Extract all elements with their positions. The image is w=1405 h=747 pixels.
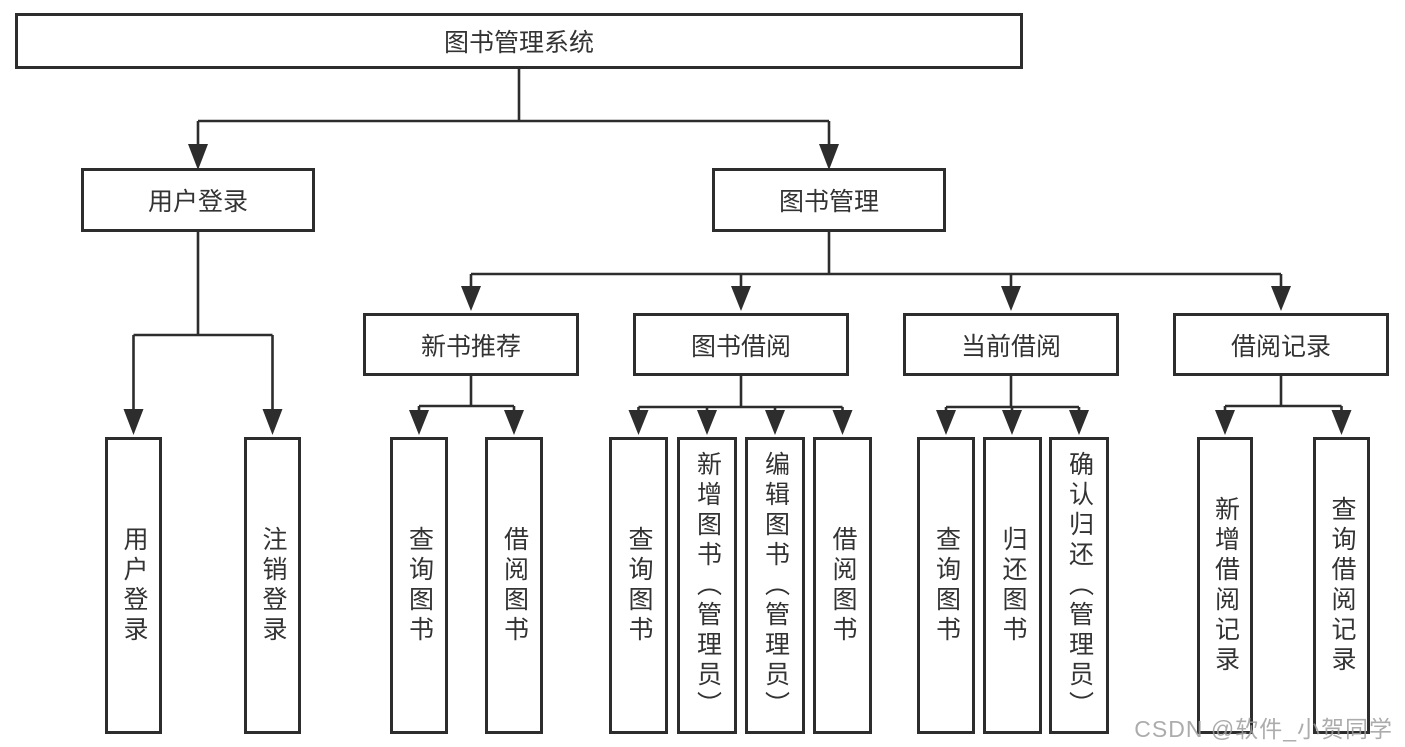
- connector-records-to-leaves: [1223, 376, 1343, 412]
- leaf-label: 查询图书: [932, 525, 961, 646]
- node-leaf-logout: 注销登录: [244, 437, 301, 734]
- node-leaf-edit-books-admin: 编辑图书（管理员）: [745, 437, 805, 734]
- leaf-label: 查询图书: [405, 525, 434, 646]
- leaf-label: 归还图书: [999, 525, 1027, 646]
- node-leaf-borrow-books-a: 借阅图书: [485, 437, 543, 734]
- leaf-label: 注销登录: [259, 525, 287, 646]
- node-root: 图书管理系统: [15, 13, 1023, 69]
- node-user-login: 用户登录: [81, 168, 315, 232]
- leaf-label: 用户登录: [120, 525, 148, 646]
- leaf-label: 确认归还（管理员）: [1065, 450, 1094, 721]
- connector-root-to-level2: [196, 69, 831, 146]
- connector-borrowing-to-leaves: [637, 376, 844, 412]
- node-leaf-add-books-admin: 新增图书（管理员）: [677, 437, 737, 734]
- node-leaf-return-books: 归还图书: [983, 437, 1042, 734]
- node-leaf-add-borrow-record: 新增借阅记录: [1197, 437, 1253, 734]
- leaf-label: 借阅图书: [829, 525, 857, 646]
- connector-current-to-leaves: [944, 376, 1081, 412]
- connector-bookmgmt-to-level3: [469, 232, 1283, 289]
- node-leaf-user-login: 用户登录: [105, 437, 162, 734]
- node-leaf-borrow-books-b: 借阅图书: [813, 437, 872, 734]
- node-book-management: 图书管理: [712, 168, 946, 232]
- leaf-label: 查询图书: [625, 525, 653, 646]
- node-new-book-recommend: 新书推荐: [363, 313, 579, 376]
- leaf-label: 新增借阅记录: [1211, 495, 1240, 676]
- leaf-label: 新增图书（管理员）: [693, 450, 722, 721]
- node-borrowing-records: 借阅记录: [1173, 313, 1389, 376]
- leaf-label: 编辑图书（管理员）: [761, 450, 790, 721]
- leaf-label: 借阅图书: [500, 525, 529, 646]
- node-current-borrowing: 当前借阅: [903, 313, 1119, 376]
- node-leaf-query-borrow-record: 查询借阅记录: [1313, 437, 1370, 734]
- node-leaf-query-books-b: 查询图书: [609, 437, 668, 734]
- node-leaf-confirm-return-admin: 确认归还（管理员）: [1049, 437, 1109, 734]
- connector-newrec-to-leaves: [417, 376, 516, 412]
- node-leaf-query-books-a: 查询图书: [390, 437, 448, 734]
- node-book-borrowing: 图书借阅: [633, 313, 849, 376]
- arrowheads: [123, 144, 1352, 435]
- leaf-label: 查询借阅记录: [1328, 495, 1356, 676]
- csdn-watermark: CSDN @软件_小贺同学: [1134, 716, 1393, 742]
- node-leaf-query-books-c: 查询图书: [917, 437, 975, 734]
- connector-userlogin-to-leaves: [132, 232, 274, 412]
